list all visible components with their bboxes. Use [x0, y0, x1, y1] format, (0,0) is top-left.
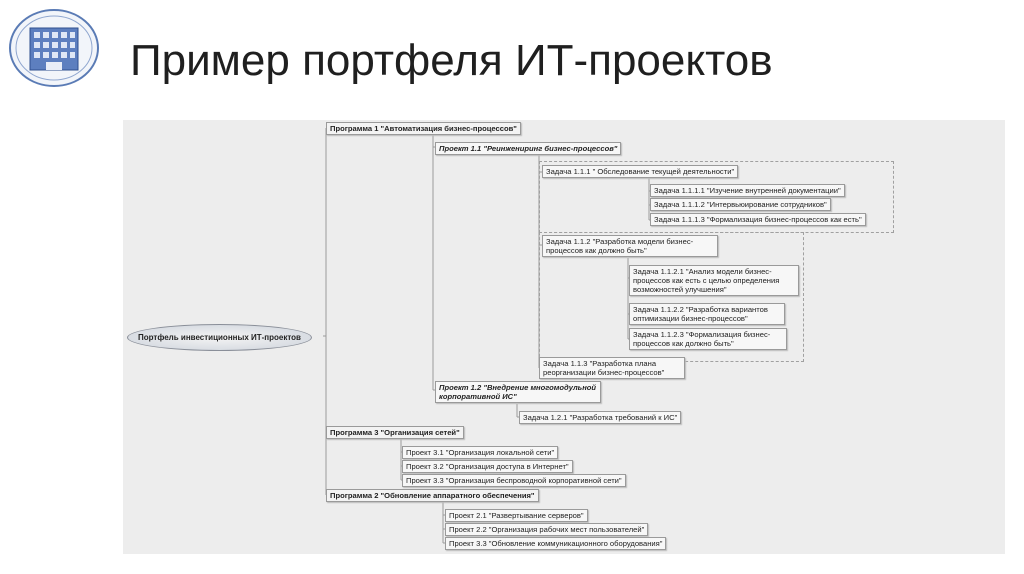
task-1-1-2-3-node[interactable]: Задача 1.1.2.3 "Формализация бизнес-проц… — [629, 328, 787, 350]
project-2-3-node[interactable]: Проект 3.3 "Обновление коммуникационного… — [445, 537, 667, 550]
project-1-1-node[interactable]: Проект 1.1 "Реинжениринг бизнес-процессо… — [435, 142, 622, 155]
task-1-1-2-node[interactable]: Задача 1.1.2 "Разработка модели бизнес-п… — [542, 235, 718, 257]
project-3-2-node[interactable]: Проект 3.2 "Организация доступа в Интерн… — [402, 460, 573, 473]
task-1-1-3-node[interactable]: Задача 1.1.3 "Разработка плана реорганиз… — [539, 357, 685, 379]
portfolio-root-node[interactable]: Портфель инвестиционных ИТ-проектов — [127, 324, 312, 351]
portfolio-mind-map: Портфель инвестиционных ИТ-проектов Прог… — [123, 120, 1005, 554]
task-1-1-1-1-node[interactable]: Задача 1.1.1.1 "Изучение внутренней доку… — [650, 184, 845, 197]
project-1-2-node[interactable]: Проект 1.2 "Внедрение многомодульной кор… — [435, 381, 601, 403]
task-1-1-1-3-node[interactable]: Задача 1.1.1.3 "Формализация бизнес-проц… — [650, 213, 866, 226]
project-2-1-node[interactable]: Проект 2.1 "Развертывание серверов" — [445, 509, 588, 522]
program-3-node[interactable]: Программа 3 "Организация сетей" — [326, 426, 464, 439]
task-1-1-2-2-node[interactable]: Задача 1.1.2.2 "Разработка вариантов опт… — [629, 303, 785, 325]
program-2-node[interactable]: Программа 2 "Обновление аппаратного обес… — [326, 489, 539, 502]
project-3-3-node[interactable]: Проект 3.3 "Организация беспроводной кор… — [402, 474, 626, 487]
project-2-2-node[interactable]: Проект 2.2 "Организация рабочих мест пол… — [445, 523, 649, 536]
task-1-1-2-1-node[interactable]: Задача 1.1.2.1 "Анализ модели бизнес-про… — [629, 265, 799, 296]
university-building-emblem-icon — [6, 6, 106, 90]
task-1-1-1-2-node[interactable]: Задача 1.1.1.2 "Интервьюирование сотрудн… — [650, 198, 831, 211]
program-1-node[interactable]: Программа 1 "Автоматизация бизнес-процес… — [326, 122, 521, 135]
task-1-2-1-node[interactable]: Задача 1.2.1 "Разработка требований к ИС… — [519, 411, 682, 424]
task-1-1-1-node[interactable]: Задача 1.1.1 " Обследование текущей деят… — [542, 165, 739, 178]
project-3-1-node[interactable]: Проект 3.1 "Организация локальной сети" — [402, 446, 559, 459]
slide-title: Пример портфеля ИТ-проектов — [130, 36, 773, 85]
